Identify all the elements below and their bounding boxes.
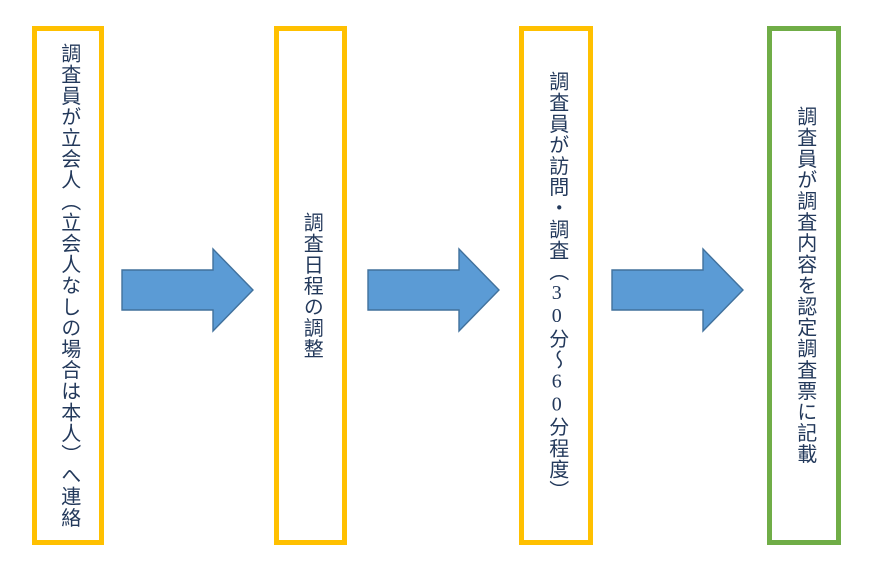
step-label-4: 調査員が調査内容を認定調査票に記載 — [793, 106, 816, 465]
step-label-1: 調査員が立会人（立会人なしの場合は本人）へ連絡 — [57, 42, 80, 529]
right-arrow-icon — [367, 247, 500, 333]
right-arrow-icon — [611, 247, 744, 333]
step-box-2: 調査日程の調整 — [274, 26, 347, 545]
step-box-3: 調査員が訪問・調査（30分～60分程度） — [519, 26, 593, 545]
flow-arrow-3 — [611, 247, 744, 333]
flow-arrow-1 — [121, 247, 254, 333]
right-arrow-icon — [121, 247, 254, 333]
step-label-3: 調査員が訪問・調査（30分～60分程度） — [545, 70, 568, 501]
step-box-4: 調査員が調査内容を認定調査票に記載 — [767, 26, 841, 545]
step-box-1: 調査員が立会人（立会人なしの場合は本人）へ連絡 — [32, 26, 104, 545]
step-label-2: 調査日程の調整 — [300, 211, 323, 360]
flow-arrow-2 — [367, 247, 500, 333]
